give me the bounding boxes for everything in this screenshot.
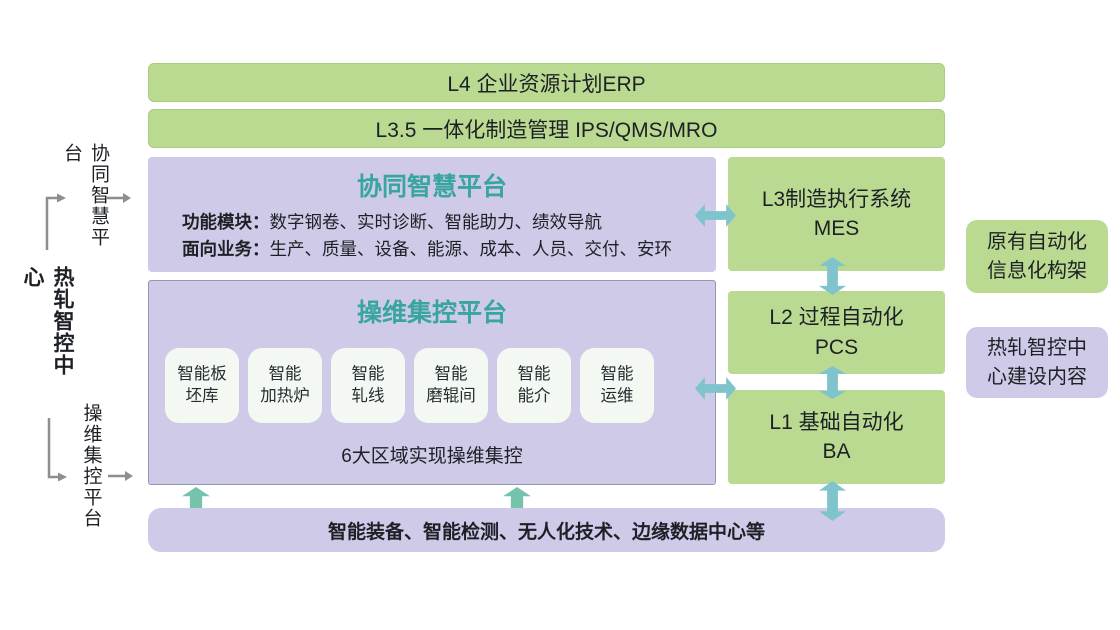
collab-platform-box: 协同智慧平台 功能模块：数字钢卷、实时诊断、智能助力、绩效导航 面向业务：生产、… [148,157,716,272]
module-smart-operations: 智能 运维 [580,348,654,423]
l2-line1: L2 过程自动化 [769,306,904,330]
l3-line2: MES [813,217,860,240]
l1-line2: BA [822,440,851,463]
ops-platform-title: 操维集控平台 [356,299,507,327]
collab-business-text: 生产、质量、设备、能源、成本、人员、交付、安环 [269,239,673,259]
collab-feature-label: 功能模块： [182,212,270,232]
foundation-bar: 智能装备、智能检测、无人化技术、边缘数据中心等 [148,508,945,552]
vertical-label-center-title: 热轧智控中心 [21,266,74,376]
level-box-l2-pcs: L2 过程自动化 PCS [728,291,945,374]
top-bar-l35: L3.5 一体化制造管理 IPS/QMS/MRO [148,109,945,148]
legend-construction-scope: 热轧智控中 心建设内容 [966,327,1108,398]
legend-existing-architecture: 原有自动化 信息化构架 [966,220,1108,293]
bracket-top [45,193,66,250]
collab-business-row: 面向业务：生产、质量、设备、能源、成本、人员、交付、安环 [182,236,716,263]
l2-line2: PCS [814,335,859,359]
l3-line1: L3制造执行系统 [761,187,912,211]
top-bar-l4: L4 企业资源计划ERP [148,63,945,102]
level-box-l1-ba: L1 基础自动化 BA [728,390,945,484]
collab-platform-title: 协同智慧平台 [356,173,507,201]
ops-platform-caption: 6大区域实现操维集控 [341,446,523,467]
vertical-label-collab-platform: 协同智慧平台 [61,143,109,248]
ops-platform-box: 操维集控平台 智能板 坯库 智能 加热炉 智能 轧线 智能 磨辊间 智能 能介 … [148,280,716,485]
level-box-l3-mes: L3制造执行系统 MES [728,157,945,271]
up-arrow-foundation-left [182,487,210,508]
module-smart-rolling-line: 智能 轧线 [331,348,405,423]
module-smart-furnace: 智能 加热炉 [248,348,322,423]
module-smart-roll-grinding: 智能 磨辊间 [414,348,488,423]
module-smart-energy-media: 智能 能介 [497,348,571,423]
bracket-bottom [47,418,67,482]
gray-arrow-to-collab [106,193,131,203]
vertical-label-ops-platform: 操维集控平台 [80,403,102,529]
module-smart-slab-yard: 智能板 坯库 [165,348,239,423]
collab-feature-row: 功能模块：数字钢卷、实时诊断、智能助力、绩效导航 [182,209,716,236]
collab-business-label: 面向业务： [182,239,270,259]
l1-line1: L1 基础自动化 [769,410,904,434]
gray-arrow-to-ops [108,471,133,481]
collab-feature-text: 数字钢卷、实时诊断、智能助力、绩效导航 [269,212,603,232]
up-arrow-foundation-right [503,487,531,508]
